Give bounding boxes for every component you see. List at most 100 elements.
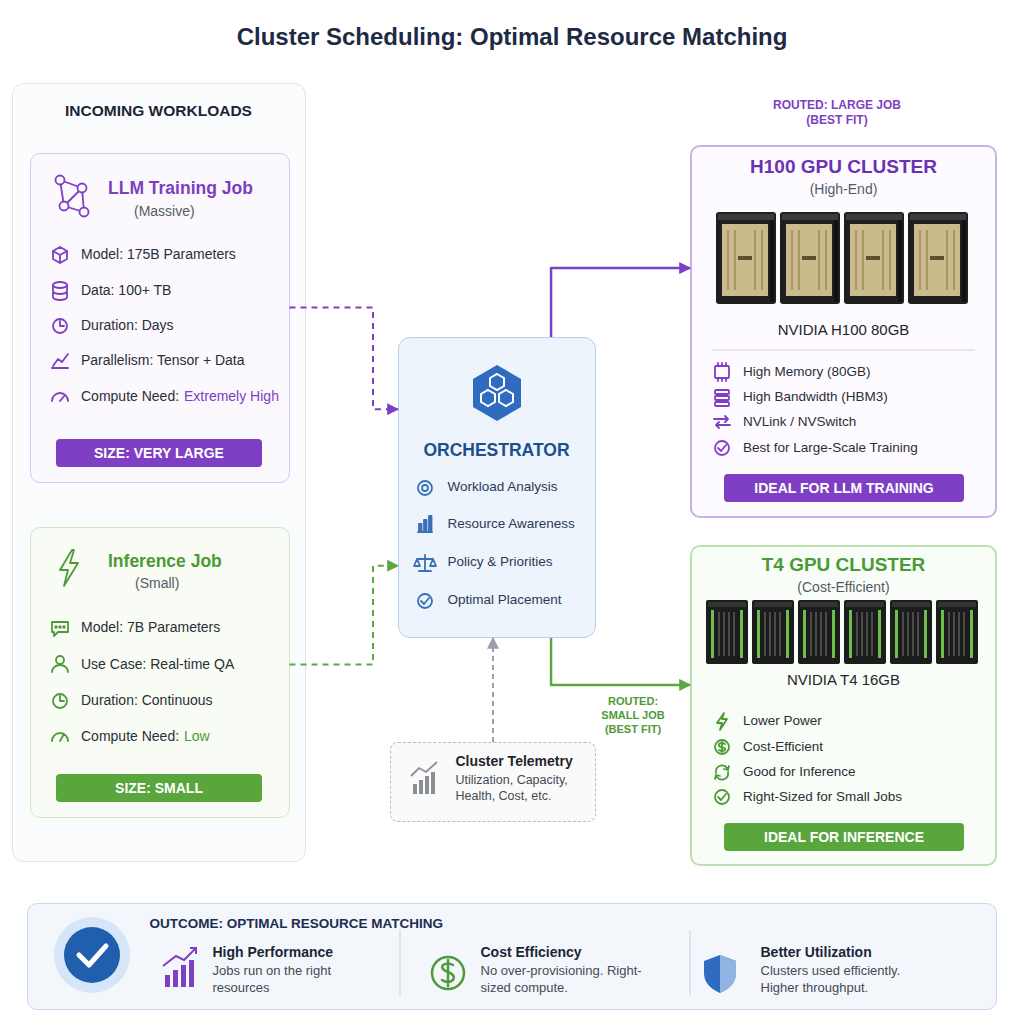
separator-line (689, 930, 691, 995)
bars-icon (419, 524, 422, 531)
training-icons (52, 176, 89, 402)
cluster-card: H100 GPU CLUSTER(High-End)NVIDIA H100 80… (690, 145, 997, 518)
diagram-title: Cluster Scheduling: Optimal Resource Mat… (0, 23, 1024, 52)
outcome-panel: OUTCOME: OPTIMAL RESOURCE MATCHINGHigh P… (27, 903, 997, 1010)
job-title: LLM Training Job (108, 178, 283, 199)
emphasis-text: Low (184, 728, 284, 745)
size-badge: SIZE: VERY LARGE (56, 439, 262, 467)
emphasis-text: Extremely High (184, 388, 284, 405)
subtitle: (Massive) (134, 203, 254, 220)
performance-icon (163, 948, 196, 987)
telemetry-icon (413, 784, 417, 794)
orchestrator-logo (473, 365, 521, 421)
orchestrator-logo (481, 390, 495, 406)
dollar-icon (719, 742, 725, 752)
telemetry-box: Cluster TelemetryUtilization, Capacity, … (390, 742, 596, 822)
orchestrator-logo (490, 374, 504, 390)
h100-server (716, 212, 776, 304)
t4-server (844, 600, 886, 664)
check-icon (718, 794, 726, 800)
dollar-icon (432, 957, 464, 989)
chat-icon (59, 626, 61, 628)
network-icon (60, 202, 69, 211)
target-icon (418, 481, 432, 495)
route-label: ROUTED: LARGE JOB (BEST FIT) (767, 98, 907, 128)
t4-server-rack (706, 600, 978, 664)
job-card: Inference Job(Small)Model: 7B Parameters… (30, 527, 290, 818)
network-icon (80, 208, 89, 217)
feature-text: Cost-Efficient (743, 739, 973, 755)
feature-text: Duration: Continuous (81, 692, 286, 709)
h100-server (780, 212, 840, 304)
feature-text: Best for Large-Scale Training (743, 440, 973, 456)
t4-server (752, 600, 794, 664)
bars-icon (418, 531, 432, 533)
scale-icon (414, 555, 436, 571)
feature-text: Use Case: Real-time QA (81, 656, 286, 673)
cluster-card: T4 GPU CLUSTER(Cost-Efficient)NVIDIA T4 … (690, 545, 997, 866)
h100-server (844, 212, 904, 304)
capability-text: Optimal Placement (448, 592, 593, 608)
feature-text: Duration: Days (81, 317, 286, 334)
workload-panel: INCOMING WORKLOADSLLM Training Job(Massi… (12, 83, 306, 862)
person-icon (52, 665, 68, 672)
job-title: Inference Job (108, 551, 283, 572)
shield-icon (704, 955, 736, 993)
memory-icon (718, 363, 726, 381)
feature-text: Compute Need: (81, 388, 186, 405)
gauge-icon (52, 733, 68, 741)
cluster-title: H100 GPU CLUSTER (690, 156, 997, 179)
clock-icon (53, 319, 67, 333)
t4-server (706, 600, 748, 664)
outcome-badge (54, 917, 130, 993)
clock-icon (60, 321, 64, 326)
cluster-title: T4 GPU CLUSTER (690, 554, 997, 577)
performance-icon (189, 960, 194, 987)
connector-arrow (492, 638, 494, 742)
link-icon (714, 416, 730, 428)
connector-group (290, 268, 691, 742)
t4-feature-icons (715, 713, 729, 804)
dollar-icon (442, 960, 454, 986)
feature-text: Right-Sized for Small Jobs (743, 789, 973, 805)
orchestrator-logo (481, 374, 513, 406)
performance-icon (181, 965, 186, 987)
database-icon (53, 285, 67, 300)
telemetry-text: Utilization, Capacity, Health, Cost, etc… (456, 772, 591, 806)
orchestrator-icons (414, 365, 521, 608)
connector-arrow (551, 638, 690, 685)
target-icon (422, 485, 428, 491)
telemetry-icon (411, 762, 437, 776)
capability-text: Workload Analysis (448, 479, 593, 495)
feature-text: Lower Power (743, 713, 973, 729)
capability-text: Resource Awareness (448, 516, 593, 532)
orchestrator-title: ORCHESTRATOR (398, 440, 596, 461)
network-icon (56, 176, 65, 185)
feature-text: Parallelism: Tensor + Data (81, 352, 286, 369)
feature-text: NVLink / NVSwitch (743, 414, 973, 430)
job-card: LLM Training Job(Massive)Model: 175B Par… (30, 153, 290, 483)
subtitle: (Cost-Efficient) (690, 579, 997, 596)
dollar-icon (715, 740, 729, 754)
network-icon (78, 184, 87, 193)
check-icon (718, 445, 726, 451)
orchestrator-logo (499, 390, 513, 406)
telemetry-icon (425, 776, 429, 794)
outcome-badge (64, 927, 120, 983)
cube-icon (53, 247, 67, 263)
separator-line (399, 930, 401, 995)
connector-arrow (290, 566, 399, 665)
route-label: ROUTED: SMALL JOB (BEST FIT) (597, 695, 669, 736)
benefit-text: No over-provisioning. Right-sized comput… (481, 962, 661, 997)
gauge-icon (52, 393, 68, 401)
t4-server (890, 600, 932, 664)
performance-icon (165, 975, 170, 987)
clock-icon (60, 696, 64, 701)
feature-text: Model: 7B Parameters (81, 619, 286, 636)
feature-text: Data: 100+ TB (81, 282, 286, 299)
feature-text: High Memory (80GB) (743, 364, 973, 380)
h100-server (908, 212, 968, 304)
feature-text: Compute Need: (81, 728, 186, 745)
size-badge: IDEAL FOR INFERENCE (724, 823, 964, 851)
